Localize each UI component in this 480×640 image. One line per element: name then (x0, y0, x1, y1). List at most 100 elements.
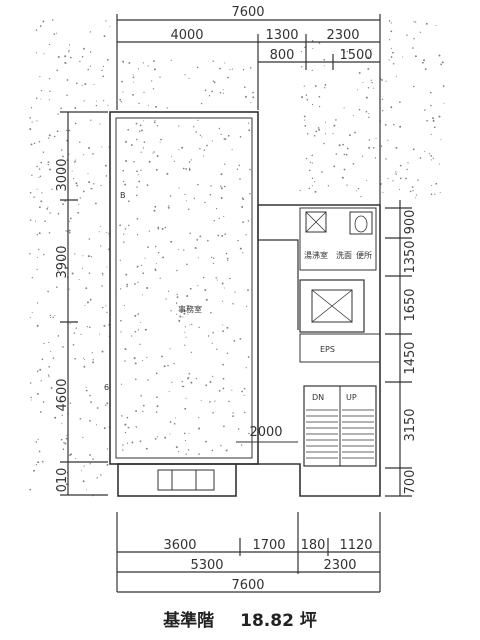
speckle (56, 488, 59, 491)
speckle (314, 84, 317, 87)
speckle (92, 153, 94, 155)
speckle (183, 249, 185, 251)
speckle (47, 206, 49, 208)
speckle (312, 47, 314, 50)
speckle (48, 77, 51, 80)
speckle (31, 277, 33, 279)
speckle (222, 330, 225, 333)
speckle (30, 107, 33, 109)
speckle (80, 470, 83, 472)
speckle (125, 160, 128, 162)
speckle (161, 227, 164, 230)
speckle (62, 155, 64, 158)
speckle (42, 151, 45, 154)
speckle (387, 178, 389, 180)
speckle (43, 342, 45, 345)
speckle (37, 438, 39, 441)
speckle (313, 181, 316, 183)
speckle (90, 119, 92, 121)
speckle (342, 143, 344, 146)
lower-toilet-box (157, 469, 215, 491)
speckle (103, 99, 105, 102)
speckle (74, 106, 77, 109)
speckle (250, 102, 252, 104)
speckle (154, 119, 156, 122)
speckle (215, 208, 218, 210)
speckle (184, 310, 186, 313)
speckle (93, 83, 95, 85)
speckle (202, 155, 204, 157)
speckle (146, 184, 149, 186)
speckle (168, 390, 170, 393)
speckle (211, 90, 213, 93)
speckle (68, 51, 70, 53)
speckle (440, 139, 442, 141)
speckle (432, 119, 435, 122)
speckle (224, 233, 226, 235)
dim-right-700: 700 (403, 470, 418, 495)
speckle (36, 165, 38, 168)
room-label-eps: EPS (320, 345, 335, 354)
speckle (89, 326, 91, 329)
speckle (154, 268, 157, 271)
speckle (43, 253, 45, 256)
speckle (209, 193, 212, 196)
speckle (42, 20, 45, 23)
speckle (36, 120, 38, 122)
speckle (213, 257, 215, 259)
speckle (224, 163, 226, 165)
speckle (39, 368, 42, 371)
speckle (49, 314, 52, 317)
speckle (430, 159, 432, 161)
dim-right-900: 900 (403, 210, 418, 235)
mark-six: 6 (104, 383, 109, 392)
speckle (79, 418, 82, 420)
speckle (183, 312, 186, 315)
speckle (412, 148, 415, 151)
speckle (424, 150, 426, 153)
speckle (225, 252, 228, 255)
speckle (432, 157, 435, 159)
speckle (311, 154, 313, 157)
speckle (176, 296, 179, 299)
speckle (65, 230, 67, 232)
speckle (103, 427, 106, 430)
speckle (209, 381, 212, 383)
speckle (345, 153, 348, 156)
speckle (126, 416, 129, 419)
speckle (100, 184, 102, 187)
speckle (83, 358, 86, 361)
speckle (124, 348, 127, 351)
speckle (84, 305, 86, 307)
speckle (71, 272, 74, 275)
speckle (178, 248, 180, 251)
speckle (165, 298, 167, 300)
speckle (219, 91, 222, 94)
speckle (190, 351, 192, 353)
dim-bottom-180: 180 (301, 538, 326, 553)
speckle (62, 448, 65, 450)
speckle (218, 217, 220, 220)
speckle (48, 99, 50, 101)
speckle (226, 257, 229, 260)
dim-inner-2000: 2000 (249, 425, 282, 440)
speckle (93, 183, 95, 185)
speckle (101, 272, 104, 275)
dim-top-1500: 1500 (339, 48, 372, 63)
speckle (41, 358, 44, 361)
speckle (415, 194, 418, 196)
speckle (211, 140, 213, 142)
speckle (360, 196, 362, 198)
speckle (138, 180, 141, 183)
speckle (357, 89, 359, 91)
speckle (434, 193, 436, 195)
speckle (66, 129, 68, 132)
speckle (141, 360, 143, 362)
speckle (139, 440, 142, 443)
speckle (346, 50, 349, 53)
speckle (103, 35, 106, 38)
site-hatching (29, 19, 445, 497)
speckle (207, 239, 209, 242)
speckle (413, 37, 415, 40)
speckle (89, 65, 92, 67)
